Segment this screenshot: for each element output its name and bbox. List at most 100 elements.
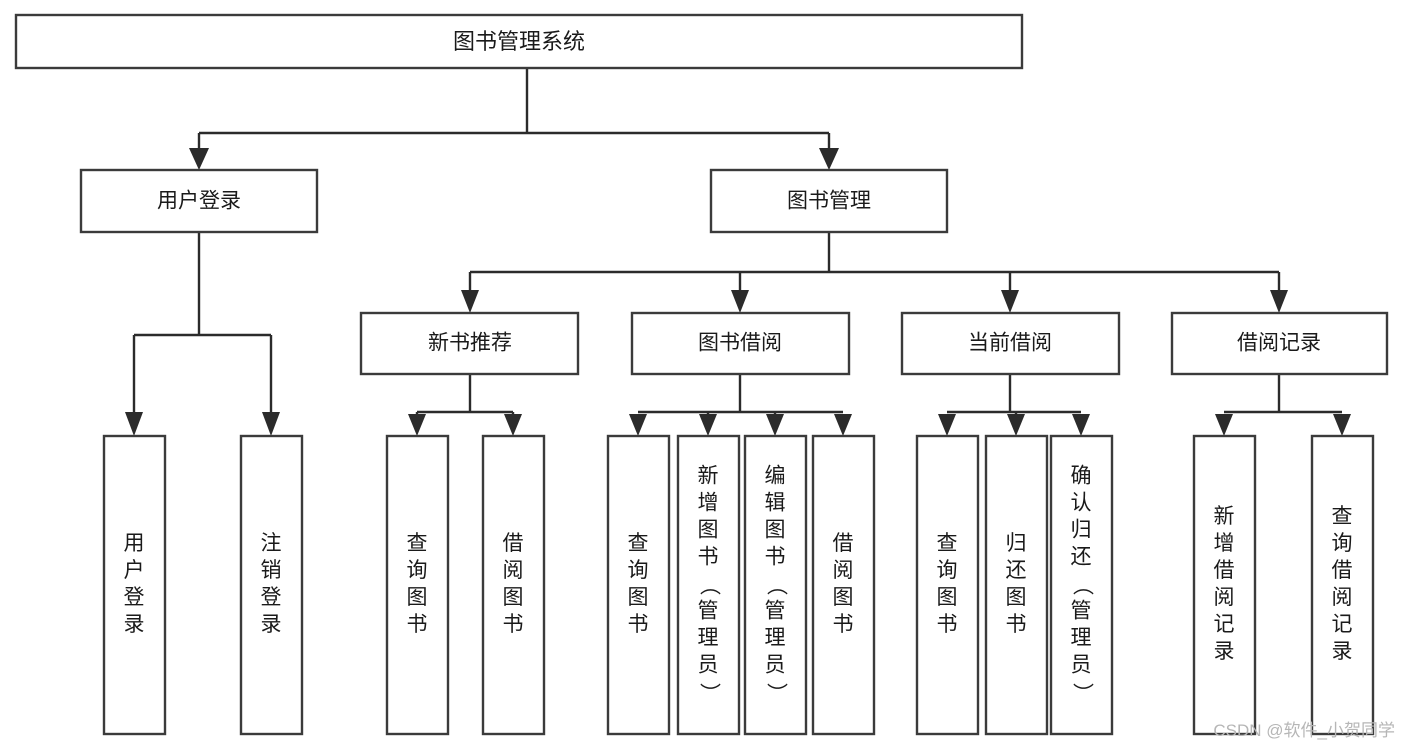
- vertical-label-char: 增: [698, 492, 719, 515]
- vertical-label-char: 新: [1214, 505, 1235, 528]
- node-root-label: 图书管理系统: [453, 29, 585, 54]
- leaf-borrow-book-2-box[interactable]: [811, 434, 876, 736]
- vertical-label-char: 询: [937, 559, 958, 582]
- leaf-user-logout-box[interactable]: [239, 434, 304, 736]
- node-root-box[interactable]: [14, 13, 1024, 70]
- leaf-add-book-box[interactable]: [676, 434, 741, 736]
- vertical-label-char: 图: [628, 586, 649, 609]
- leaf-user-login[interactable]: 用户登录: [102, 434, 167, 736]
- leaf-edit-book-box[interactable]: [743, 434, 808, 736]
- arrow-head-leaf-add-book: [699, 414, 717, 436]
- node-current-borrow-box[interactable]: [900, 311, 1121, 376]
- vertical-label-char: （: [764, 575, 787, 596]
- vertical-label-char: 图: [1006, 586, 1027, 609]
- node-borrow-record-label: 借阅记录: [1237, 332, 1321, 355]
- arrow-head-leaf-borrow-book-2: [834, 414, 852, 436]
- leaf-return-book-box[interactable]: [984, 434, 1049, 736]
- vertical-label-char: 借: [1332, 559, 1353, 582]
- vertical-label-char: 图: [503, 586, 524, 609]
- leaf-query-book-3-box[interactable]: [915, 434, 980, 736]
- vertical-label-char: 理: [765, 627, 786, 650]
- vertical-label-char: （: [1070, 575, 1093, 596]
- leaf-query-book-1-box[interactable]: [385, 434, 450, 736]
- node-root[interactable]: 图书管理系统: [14, 13, 1024, 70]
- vertical-label-char: 员: [1071, 654, 1092, 677]
- vertical-label-char: 图: [698, 519, 719, 542]
- arrow-head-leaf-user-logout: [262, 412, 280, 436]
- node-current-borrow[interactable]: 当前借阅: [900, 311, 1121, 376]
- node-user-login-label: 用户登录: [157, 190, 241, 213]
- vertical-label-char: 登: [124, 586, 145, 609]
- vertical-label-char: 查: [937, 532, 958, 555]
- vertical-label-char: 图: [833, 586, 854, 609]
- vertical-label-char: 查: [628, 532, 649, 555]
- vertical-label-char: 书: [503, 613, 524, 636]
- arrow-head-leaf-user-login: [125, 412, 143, 436]
- arrow-head-book-borrow: [731, 290, 749, 313]
- vertical-label-char: 书: [833, 613, 854, 636]
- node-new-book-recommend-box[interactable]: [359, 311, 580, 376]
- vertical-label-char: 借: [1214, 559, 1235, 582]
- node-current-borrow-label: 当前借阅: [968, 332, 1052, 355]
- leaf-query-record-box[interactable]: [1310, 434, 1375, 736]
- leaf-borrow-book-1-box[interactable]: [481, 434, 546, 736]
- node-borrow-record-box[interactable]: [1170, 311, 1389, 376]
- vertical-label-char: 确: [1071, 465, 1092, 488]
- arrow-head-current-borrow: [1001, 290, 1019, 313]
- leaf-confirm-return-box[interactable]: [1049, 434, 1114, 736]
- arrow-head-leaf-borrow-book-1: [504, 414, 522, 436]
- node-book-management[interactable]: 图书管理: [709, 168, 949, 234]
- leaf-query-book-2-box[interactable]: [606, 434, 671, 736]
- node-book-management-box[interactable]: [709, 168, 949, 234]
- vertical-label-char: 用: [124, 532, 145, 555]
- node-user-login-box[interactable]: [79, 168, 319, 234]
- vertical-label-char: 询: [1332, 532, 1353, 555]
- node-book-borrow-box[interactable]: [630, 311, 851, 376]
- node-new-book-recommend[interactable]: 新书推荐: [359, 311, 580, 376]
- arrow-head-leaf-query-book-3: [938, 414, 956, 436]
- vertical-label-char: 录: [261, 613, 282, 636]
- node-borrow-record[interactable]: 借阅记录: [1170, 311, 1389, 376]
- vertical-label-char: 归: [1006, 532, 1027, 555]
- arrow-head-leaf-edit-book: [766, 414, 784, 436]
- vertical-label-char: 录: [1214, 640, 1235, 663]
- leaf-user-login-box[interactable]: [102, 434, 167, 736]
- vertical-label-char: 书: [628, 613, 649, 636]
- vertical-label-char: 记: [1214, 613, 1235, 636]
- vertical-label-char: 图: [765, 519, 786, 542]
- vertical-label-char: 销: [261, 559, 282, 582]
- vertical-label-char: 录: [124, 613, 145, 636]
- vertical-label-char: 还: [1006, 559, 1027, 582]
- vertical-label-char: 归: [1071, 519, 1092, 542]
- node-book-borrow[interactable]: 图书借阅: [630, 311, 851, 376]
- vertical-label-char: 登: [261, 586, 282, 609]
- vertical-label-char: 增: [1214, 532, 1235, 555]
- leaf-add-record-box[interactable]: [1192, 434, 1257, 736]
- vertical-label-char: 管: [765, 600, 786, 623]
- node-user-login[interactable]: 用户登录: [79, 168, 319, 234]
- vertical-label-char: ）: [1070, 683, 1093, 704]
- vertical-label-char: 认: [1071, 492, 1092, 515]
- vertical-label-char: 查: [407, 532, 428, 555]
